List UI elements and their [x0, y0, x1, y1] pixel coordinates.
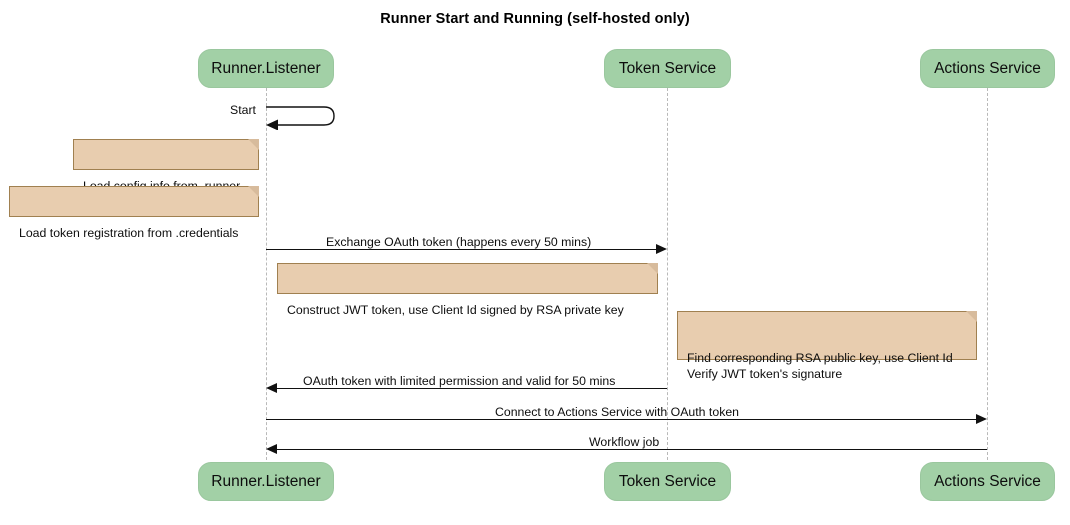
note-fold-icon [248, 139, 259, 150]
lifeline-actions [987, 88, 988, 460]
note-load-config: Load config info from .runner [73, 139, 259, 193]
message-label-oauth-token-reply: OAuth token with limited permission and … [303, 374, 616, 388]
message-line-exchange-oauth [266, 249, 656, 250]
participant-token-bottom[interactable]: Token Service [604, 462, 731, 501]
participant-token-top[interactable]: Token Service [604, 49, 731, 88]
participant-actions-bottom[interactable]: Actions Service [920, 462, 1055, 501]
note-text: Construct JWT token, use Client Id signe… [287, 303, 624, 317]
participant-actions-top[interactable]: Actions Service [920, 49, 1055, 88]
message-label-workflow-job: Workflow job [589, 435, 660, 449]
message-line-oauth-token-reply [277, 388, 667, 389]
message-line-workflow-job [277, 449, 987, 450]
participant-label: Token Service [618, 59, 717, 77]
lifeline-runner [266, 88, 267, 460]
note-fold-icon [966, 311, 977, 322]
participant-label: Token Service [618, 472, 717, 490]
participant-label: Runner.Listener [211, 59, 321, 77]
note-load-token-registration: Load token registration from .credential… [9, 186, 259, 240]
message-label-start: Start [230, 103, 256, 117]
arrow-head-left-icon [266, 444, 277, 454]
arrow-head-right-icon [976, 414, 987, 424]
message-label-exchange-oauth: Exchange OAuth token (happens every 50 m… [326, 235, 592, 249]
message-line-connect-actions [266, 419, 976, 420]
page-title: Runner Start and Running (self-hosted on… [380, 11, 690, 27]
participant-label: Actions Service [934, 472, 1041, 490]
participant-label: Runner.Listener [211, 472, 321, 490]
note-verify-jwt: Find corresponding RSA public key, use C… [677, 311, 977, 381]
arrow-head-left-icon [266, 383, 277, 393]
note-text: Find corresponding RSA public key, use C… [687, 351, 953, 381]
note-text: Load token registration from .credential… [19, 226, 239, 240]
message-label-connect-actions: Connect to Actions Service with OAuth to… [495, 405, 740, 419]
participant-label: Actions Service [934, 59, 1041, 77]
participant-runner-top[interactable]: Runner.Listener [198, 49, 334, 88]
lifeline-token [667, 88, 668, 460]
arrow-head-right-icon [656, 244, 667, 254]
note-fold-icon [647, 263, 658, 274]
note-construct-jwt: Construct JWT token, use Client Id signe… [277, 263, 658, 317]
note-fold-icon [248, 186, 259, 197]
participant-runner-bottom[interactable]: Runner.Listener [198, 462, 334, 501]
self-message-start [266, 106, 335, 130]
